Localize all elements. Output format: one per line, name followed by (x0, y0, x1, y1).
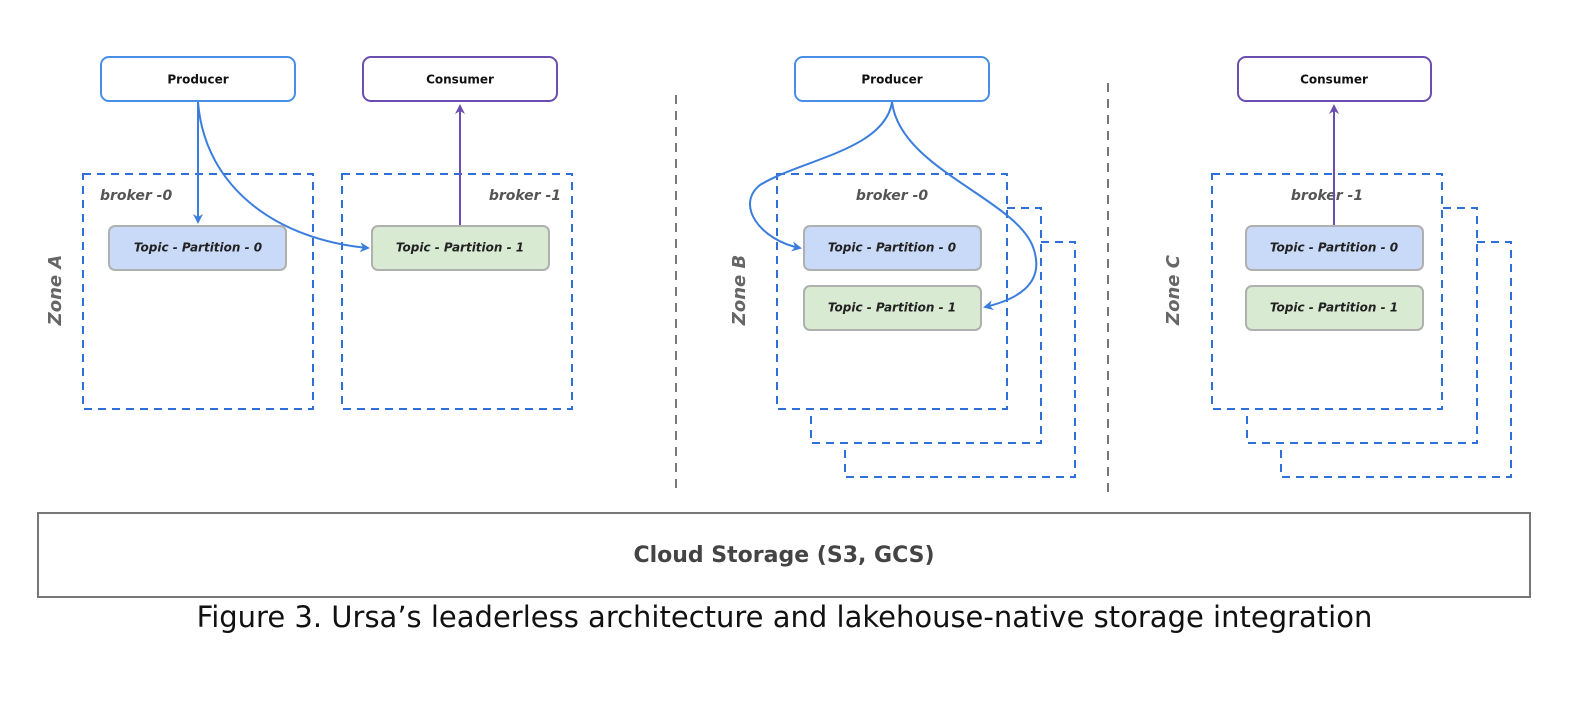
broker-box: broker -1 (341, 173, 573, 410)
broker-label: broker -1 (489, 188, 561, 204)
figure-caption: Figure 3. Ursa’s leaderless architecture… (196, 600, 1373, 634)
broker-label: broker -0 (100, 188, 172, 204)
partition-label: Topic - Partition - 1 (828, 301, 956, 315)
zone-c-label: Zone C (1163, 254, 1184, 326)
partition-label: Topic - Partition - 0 (828, 241, 956, 255)
partition-label: Topic - Partition - 0 (134, 241, 262, 255)
cloud-storage-label: Cloud Storage (S3, GCS) (633, 543, 934, 568)
broker-label: broker -1 (1291, 188, 1363, 204)
partition-label: Topic - Partition - 1 (1270, 301, 1398, 315)
partition-label: Topic - Partition - 0 (1270, 241, 1398, 255)
broker-stack-middle (810, 207, 1042, 444)
produce-arrow (749, 101, 893, 252)
partition-box[interactable]: Topic - Partition - 1 (371, 225, 550, 271)
zone-b-label: Zone B (729, 255, 750, 326)
consumer-label: Consumer (1300, 73, 1368, 87)
consumer-label: Consumer (426, 73, 494, 87)
producer-label: Producer (167, 73, 228, 87)
zone-a-label: Zone A (45, 255, 66, 327)
zone-a: Zone A Producer Consumer broker -0 broke… (45, 56, 573, 410)
partition-box[interactable]: Topic - Partition - 0 (108, 225, 287, 271)
partition-box[interactable]: Topic - Partition - 0 (1245, 225, 1424, 271)
broker-label: broker -0 (856, 188, 928, 204)
broker-stack-back (844, 241, 1076, 478)
partition-box[interactable]: Topic - Partition - 0 (803, 225, 982, 271)
zone-c: Zone C Consumer broker -1 Topic - Partit… (1163, 56, 1512, 478)
partition-box[interactable]: Topic - Partition - 1 (1245, 285, 1424, 331)
producer-node[interactable]: Producer (794, 56, 990, 102)
producer-node[interactable]: Producer (100, 56, 296, 102)
zone-b: Zone B Producer broker -0 Topic - Partit… (729, 56, 1076, 478)
consumer-node[interactable]: Consumer (1237, 56, 1432, 102)
consumer-node[interactable]: Consumer (362, 56, 558, 102)
produce-arrow (891, 101, 1038, 311)
cloud-storage: Cloud Storage (S3, GCS) (37, 512, 1531, 598)
produce-arrow (197, 101, 370, 253)
broker-stack-back (1280, 241, 1512, 478)
producer-label: Producer (861, 73, 922, 87)
partition-box[interactable]: Topic - Partition - 1 (803, 285, 982, 331)
partition-label: Topic - Partition - 1 (396, 241, 524, 255)
broker-stack-middle (1246, 207, 1478, 444)
